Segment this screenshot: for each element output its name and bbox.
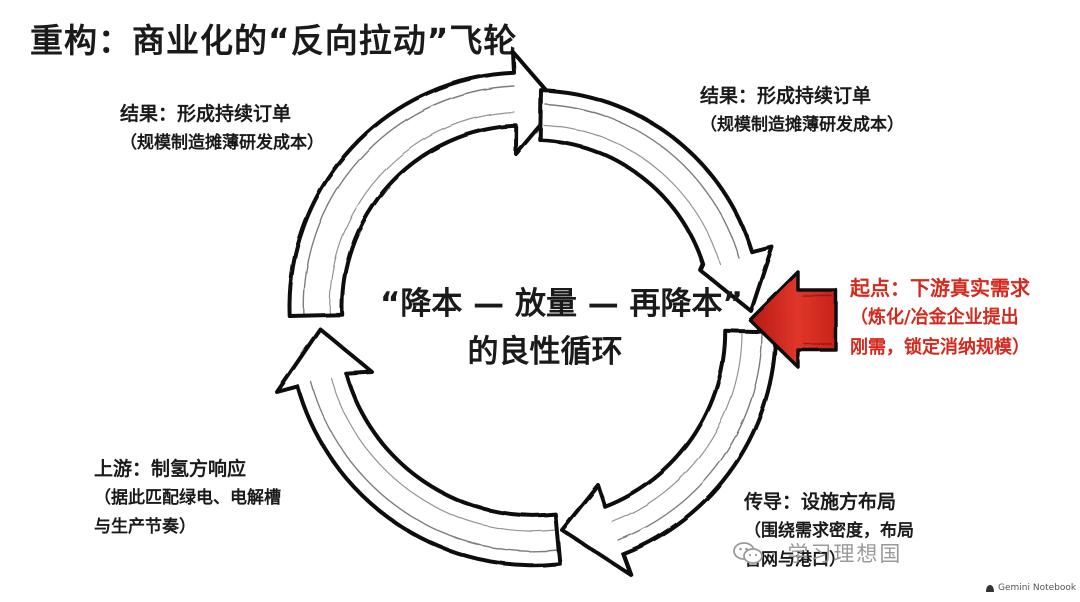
- wechat-icon: [732, 541, 764, 565]
- label-bottom-right-heading: 传导：设施方布局: [744, 491, 897, 513]
- label-bottom-right-sub-2: 管网与港口）: [744, 550, 846, 570]
- center-text: “降本 — 放量 — 再降本” 的良性循环: [380, 280, 743, 376]
- label-bottom-left-sub-1: （据此匹配绿电、电解槽: [94, 488, 281, 508]
- center-line-2: 的良性循环: [467, 334, 623, 370]
- footer-text: Gemini Notebook: [998, 583, 1077, 593]
- page-title: 重构：商业化的“反向拉动”飞轮: [30, 21, 518, 60]
- arrow-bottom-left: [275, 327, 562, 568]
- watermark-text: · 学习理想国: [770, 542, 903, 566]
- footer-credit: Gemini Notebook: [985, 583, 1076, 593]
- label-start: 起点：下游真实需求 （炼化/冶金企业提出 刚需，锁定消纳规模）: [850, 274, 1030, 363]
- label-bottom-left: 上游：制氢方响应 （据此匹配绿电、电解槽 与生产节奏）: [94, 455, 281, 542]
- label-start-sub-1: （炼化/冶金企业提出: [850, 307, 1019, 328]
- label-top-right-heading: 结果：形成持续订单: [700, 85, 872, 107]
- center-line-1: “降本 — 放量 — 再降本”: [380, 286, 743, 322]
- label-start-heading: 起点：下游真实需求: [850, 276, 1030, 300]
- label-bottom-right-sub-1: （围绕需求密度，布局: [744, 521, 914, 541]
- label-top-left-heading: 结果：形成持续订单: [120, 103, 292, 125]
- label-start-sub-2: 刚需，锁定消纳规模）: [850, 337, 1030, 358]
- label-bottom-left-sub-2: 与生产节奏）: [94, 517, 196, 537]
- label-top-left-sub: （规模制造摊薄研发成本）: [120, 133, 324, 153]
- label-top-left: 结果：形成持续订单 （规模制造摊薄研发成本）: [120, 100, 324, 158]
- arrow-bottom-right: [560, 328, 778, 577]
- arrow-top-right: [538, 88, 774, 313]
- label-top-right: 结果：形成持续订单 （规模制造摊薄研发成本）: [700, 82, 904, 140]
- cycle-arrows: [275, 50, 778, 577]
- label-bottom-left-heading: 上游：制氢方响应: [94, 458, 247, 480]
- label-bottom-right: 传导：设施方布局 （围绕需求密度，布局 管网与港口）: [744, 488, 914, 575]
- gemini-icon: [985, 584, 995, 593]
- label-top-right-sub: （规模制造摊薄研发成本）: [700, 115, 904, 135]
- start-arrow: [748, 270, 838, 369]
- watermark: · 学习理想国: [732, 538, 902, 568]
- arrow-top-left: [287, 50, 560, 318]
